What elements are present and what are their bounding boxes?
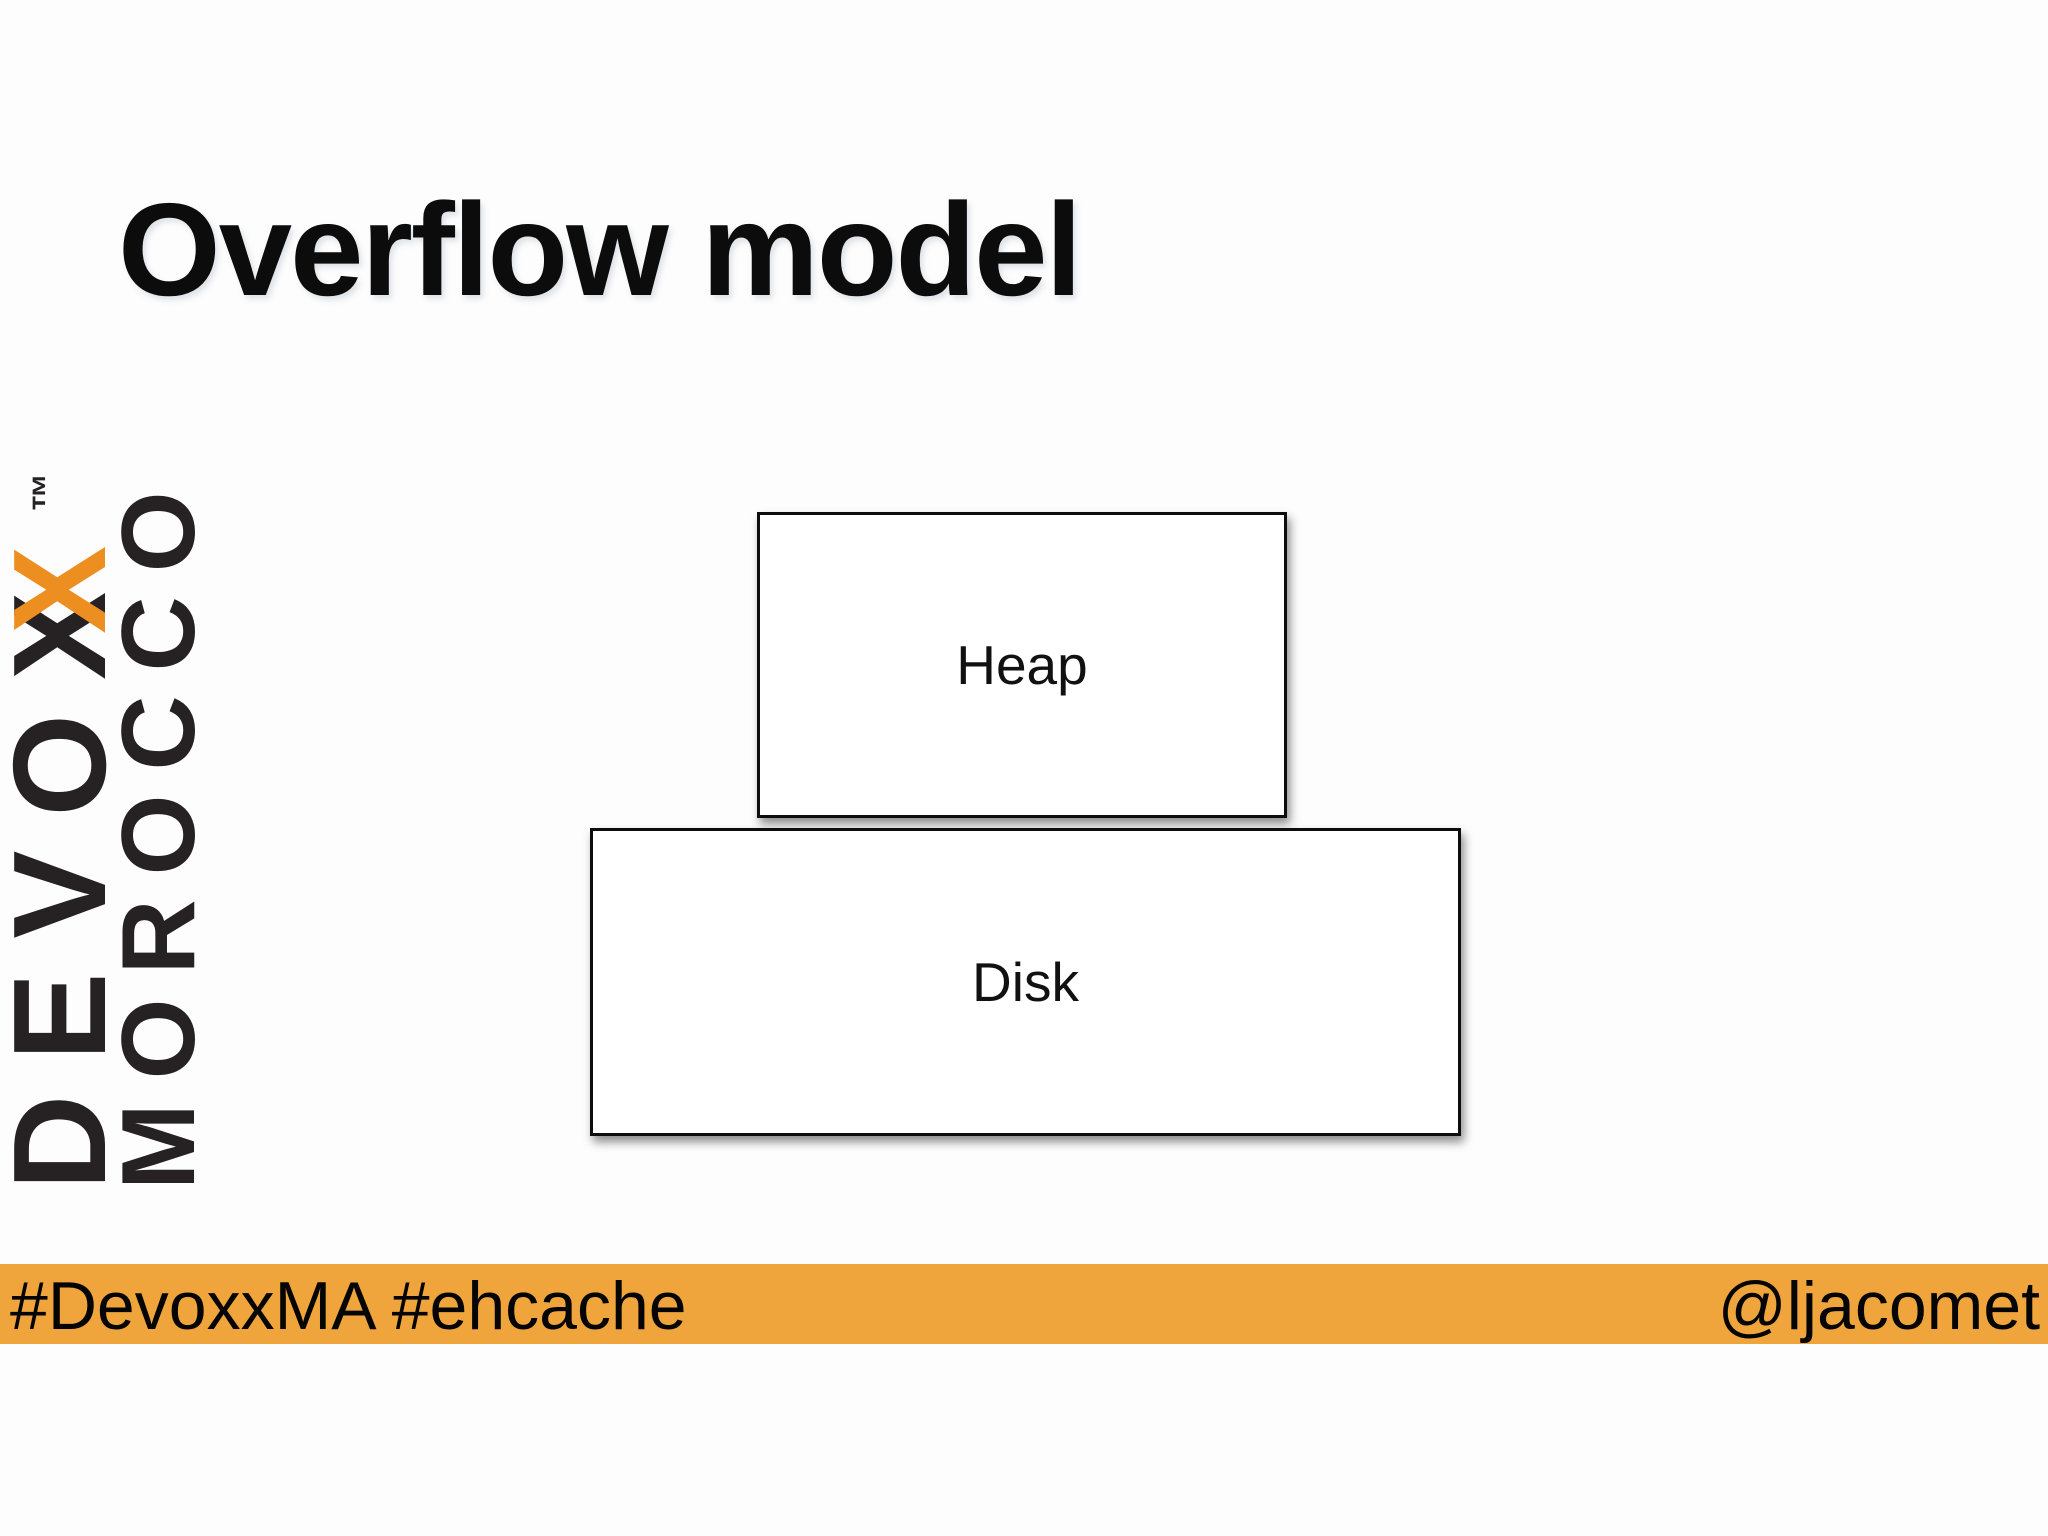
disk-box-label: Disk xyxy=(972,951,1079,1013)
footer-bar: #DevoxxMA #ehcache @ljacomet xyxy=(0,1264,2048,1344)
slide-title: Overflow model xyxy=(118,176,1082,324)
disk-box: Disk xyxy=(590,828,1461,1136)
logo-trademark-symbol: ™ xyxy=(25,472,69,512)
logo-morocco-text: MOROCCO xyxy=(101,467,217,1190)
footer-hashtags: #DevoxxMA #ehcache xyxy=(10,1268,687,1344)
footer-twitter-handle: @ljacomet xyxy=(1717,1268,2040,1344)
devoxx-morocco-logo: DEVOXX™ MOROCCO xyxy=(0,0,230,1220)
heap-box: Heap xyxy=(757,512,1287,818)
heap-box-label: Heap xyxy=(956,634,1088,696)
